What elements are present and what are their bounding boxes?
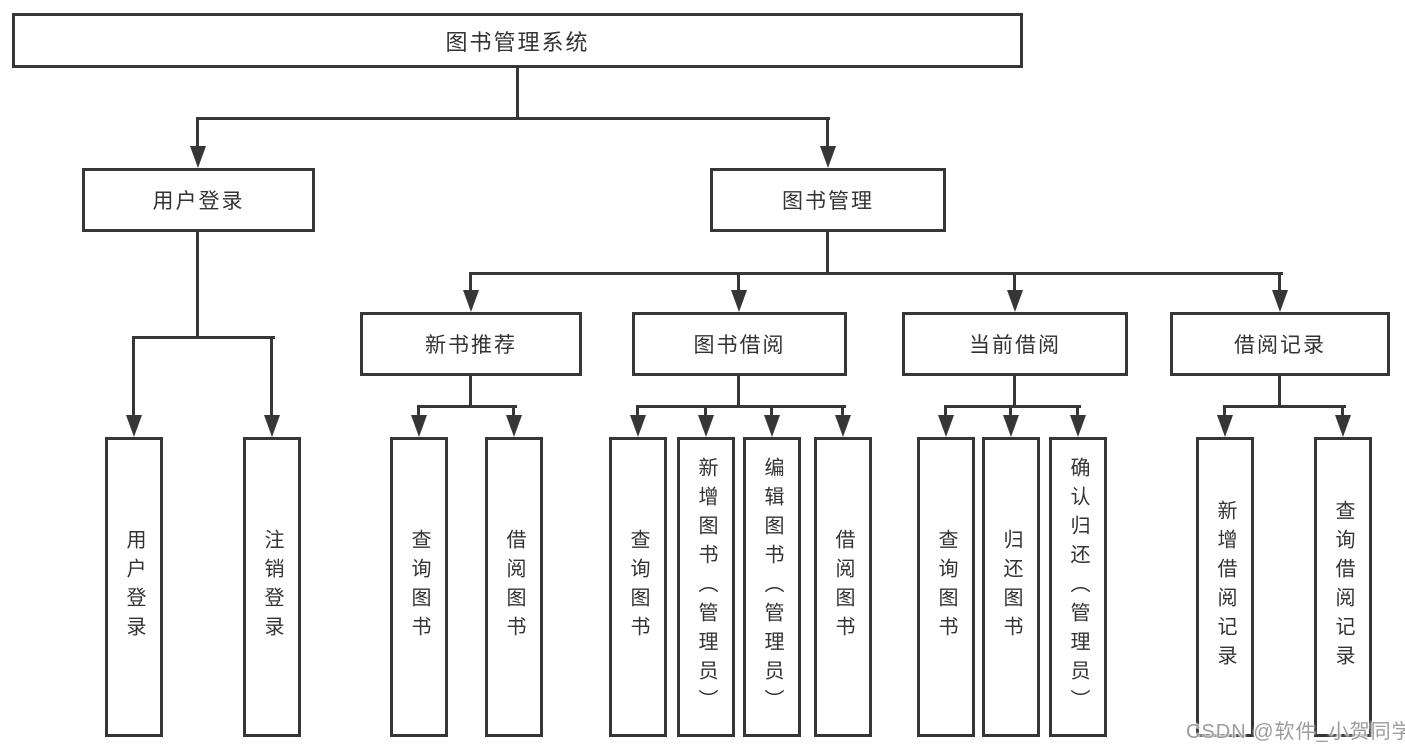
- connector-userlogin-drop-2: [270, 336, 273, 421]
- connector-borrow-drop-1: [636, 405, 639, 421]
- arrow-down-icon: [835, 415, 851, 437]
- leaf-borrow-books-recommend: 借阅图书: [485, 437, 543, 737]
- connector-current-drop-2: [1009, 405, 1012, 421]
- connector-current-drop-1: [944, 405, 947, 421]
- leaf-query-borrow-record: 查询借阅记录: [1314, 437, 1372, 737]
- connector-records-stem: [1278, 374, 1281, 408]
- connector-current-bar: [944, 405, 1081, 408]
- connector-bookmgmt-drop-4: [1278, 272, 1281, 296]
- leaf-add-borrow-record: 新增借阅记录: [1196, 437, 1254, 737]
- arrow-down-icon: [506, 415, 522, 437]
- connector-recommend-stem: [469, 374, 472, 408]
- leaf-return-books: 归还图书: [982, 437, 1040, 737]
- arrow-down-icon: [1335, 415, 1351, 437]
- connector-root-bar: [196, 117, 830, 120]
- connector-recommend-drop-2: [512, 405, 515, 421]
- arrow-down-icon: [463, 290, 479, 312]
- connector-root-drop-left: [196, 117, 199, 152]
- node-user-login-branch: 用户登录: [82, 168, 315, 232]
- csdn-watermark: CSDN @软件_小贺同学: [1186, 721, 1405, 743]
- connector-userlogin-stem: [196, 230, 199, 339]
- connector-root-drop-right: [826, 117, 829, 152]
- connector-borrow-bar: [636, 405, 846, 408]
- connector-bookmgmt-drop-1: [469, 272, 472, 296]
- connector-bookmgmt-drop-3: [1013, 272, 1016, 296]
- connector-bookmgmt-stem: [826, 230, 829, 275]
- node-book-borrow: 图书借阅: [632, 312, 847, 376]
- arrow-down-icon: [1272, 290, 1288, 312]
- connector-borrow-drop-4: [841, 405, 844, 421]
- arrow-down-icon: [411, 415, 427, 437]
- arrow-down-icon: [938, 415, 954, 437]
- connector-current-drop-3: [1076, 405, 1079, 421]
- connector-bookmgmt-drop-2: [737, 272, 740, 296]
- connector-records-bar: [1223, 405, 1346, 408]
- leaf-query-books-current: 查询图书: [917, 437, 975, 737]
- arrow-down-icon: [190, 146, 206, 168]
- leaf-query-books-borrow: 查询图书: [609, 437, 667, 737]
- arrow-down-icon: [1217, 415, 1233, 437]
- connector-recommend-drop-1: [417, 405, 420, 421]
- node-library-management-system: 图书管理系统: [12, 13, 1023, 68]
- connector-borrow-drop-2: [704, 405, 707, 421]
- connector-root-stem: [516, 66, 519, 120]
- node-new-book-recommend: 新书推荐: [360, 312, 582, 376]
- node-current-borrow: 当前借阅: [902, 312, 1128, 376]
- connector-userlogin-bar: [132, 336, 275, 339]
- arrow-down-icon: [1003, 415, 1019, 437]
- leaf-logout: 注销登录: [243, 437, 301, 737]
- leaf-add-books-admin: 新增图书（管理员）: [677, 437, 735, 737]
- connector-recommend-bar: [417, 405, 517, 408]
- arrow-down-icon: [264, 415, 280, 437]
- connector-bookmgmt-bar: [469, 272, 1283, 275]
- arrow-down-icon: [1070, 415, 1086, 437]
- connector-userlogin-drop-1: [132, 336, 135, 421]
- arrow-down-icon: [820, 146, 836, 168]
- connector-records-drop-1: [1223, 405, 1226, 421]
- node-borrow-records: 借阅记录: [1170, 312, 1390, 376]
- arrow-down-icon: [764, 415, 780, 437]
- arrow-down-icon: [126, 415, 142, 437]
- arrow-down-icon: [698, 415, 714, 437]
- leaf-edit-books-admin: 编辑图书（管理员）: [743, 437, 801, 737]
- connector-borrow-drop-3: [770, 405, 773, 421]
- arrow-down-icon: [630, 415, 646, 437]
- connector-borrow-stem: [737, 374, 740, 408]
- leaf-query-books-recommend: 查询图书: [390, 437, 448, 737]
- leaf-confirm-return-admin: 确认归还（管理员）: [1049, 437, 1107, 737]
- node-book-management-branch: 图书管理: [710, 168, 946, 232]
- connector-current-stem: [1013, 374, 1016, 408]
- arrow-down-icon: [731, 290, 747, 312]
- connector-records-drop-2: [1341, 405, 1344, 421]
- arrow-down-icon: [1007, 290, 1023, 312]
- leaf-user-login: 用户登录: [105, 437, 163, 737]
- leaf-borrow-books: 借阅图书: [814, 437, 872, 737]
